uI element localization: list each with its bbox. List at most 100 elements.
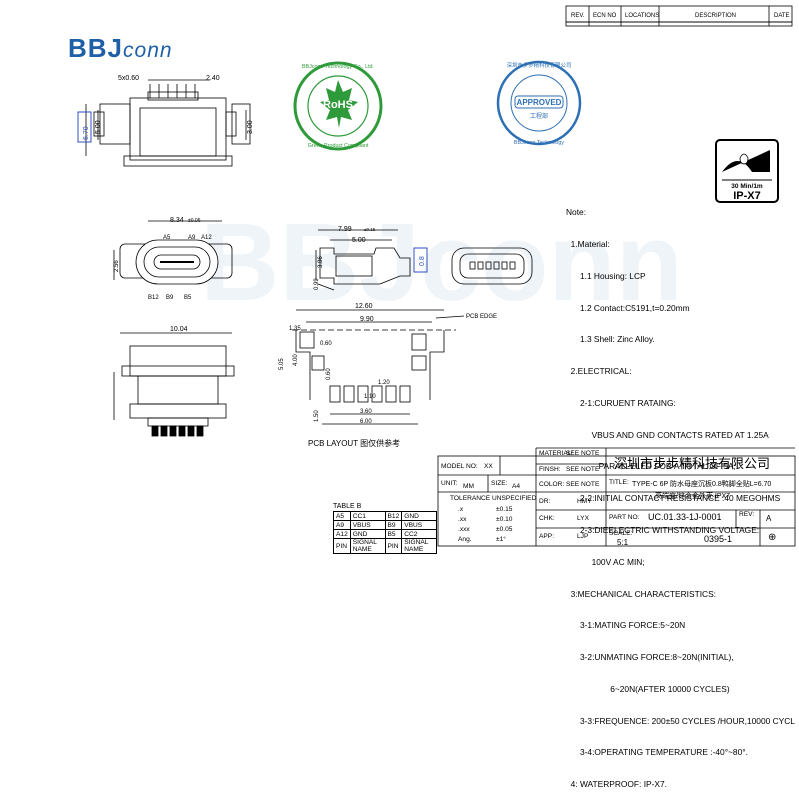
dim-pcb-400: 4.00 — [293, 354, 299, 366]
drawing-canvas: BBJconn REV. ECN NO LOCATIONS DESCRIPTIO… — [77, 5, 796, 547]
pin-a12: A12 — [201, 235, 212, 241]
dr-value: HMY — [577, 498, 592, 505]
note-line: 1.2 Contact:C5191,t=0.20mm — [566, 302, 690, 313]
dim-pcb-360: 3.60 — [360, 409, 372, 415]
dim-pcb-150: 1.50 — [314, 410, 320, 422]
side-highlight-box — [413, 247, 428, 273]
table-b: A5 CC1 B12 GND A9 VBUS B9 VBUS A12 GND B… — [333, 511, 437, 554]
note-line: 6~20N(AFTER 10000 CYCLES) — [566, 683, 730, 694]
model-label: MODEL NO: — [441, 463, 478, 470]
rohs-label: RoHS — [323, 99, 353, 111]
dim-front-tol: ±0.05 — [188, 218, 201, 224]
note-line: 2-1:CURUENT RATAING: — [566, 397, 676, 408]
table-row: A5 CC1 B12 GND — [333, 511, 437, 521]
watermark: BBJconn — [200, 201, 683, 324]
chk-label: CHK: — [539, 515, 555, 522]
dim-pcb-1260: 12.60 — [355, 303, 373, 310]
note-line: 3-3:FREQUENCE: 200±50 CYCLES /HOUR,10000… — [566, 715, 795, 726]
top-view-drawing — [85, 79, 251, 167]
ip-badge — [715, 139, 779, 203]
dim-h-500: 5.00 — [95, 120, 102, 134]
table-cell: VBUS — [401, 520, 437, 530]
pin-a5: A5 — [163, 235, 171, 241]
app-label: APP: — [539, 533, 555, 540]
approved-ring-text: 深圳市步步精科技有限公司 — [507, 61, 572, 69]
table-cell: SIGNAL NAME — [401, 538, 437, 554]
table-cell: GND — [349, 529, 386, 539]
note-line: PARALLELED FOR A TOTAL OF 5A; — [566, 461, 736, 472]
size-value: A4 — [512, 483, 521, 490]
sheet-value: 0395-1 — [704, 534, 733, 544]
ip-rating: IP-X7 — [733, 190, 761, 202]
table-cell: A12 — [333, 529, 351, 539]
title-block-grid — [437, 447, 796, 547]
tolerance-label: TOLERANCE UNSPECIFIED — [450, 495, 537, 502]
note-line: 3-2:UNMATING FORCE:8~20N(INITIAL), — [566, 652, 734, 663]
logo-suffix: conn — [123, 39, 173, 62]
dim-front-width: 8.34 — [170, 217, 184, 224]
note-line: VBUS AND GND CONTACTS RATED AT 1.25A — [566, 429, 769, 440]
title-label: TITLE: — [609, 479, 629, 486]
note-line: 3-4:OPERATING TEMPERATURE :-40°~80°. — [566, 747, 748, 758]
company-name: 深圳市步步精科技有限公司 — [614, 457, 771, 472]
note-line: 3-1:MATING FORCE:5~20N — [566, 620, 686, 631]
projection-icon: ⊕ — [768, 532, 777, 543]
app-value: LJP — [577, 533, 589, 540]
model-value: XX — [484, 463, 493, 470]
unit-label: UNIT: — [441, 480, 458, 487]
rev-header: REV. — [571, 13, 585, 19]
note-line: 2.ELECTRICAL: — [566, 366, 632, 377]
dim-side-tol: ±0.15 — [364, 227, 376, 232]
rohs-ring-text-bottom: Green Product Compliant — [308, 143, 369, 149]
dim-side-386: 3.86 — [318, 256, 324, 268]
color-value: SEE NOTE — [566, 481, 600, 488]
note-line: Note: — [566, 207, 587, 218]
table-cell: PIN — [333, 538, 351, 554]
chk-value: LYX — [577, 515, 589, 522]
dim-h-300: 3.00 — [247, 120, 254, 134]
tol-xxx-value: ±0.05 — [496, 526, 513, 533]
tol-xx-label: .xx — [458, 516, 467, 523]
brand-logo-text: BBJconn — [68, 33, 173, 64]
logo-brand: BBJ — [68, 33, 124, 63]
table-row: A12 GND B5 CC2 — [333, 529, 437, 539]
note-line: 2-3:DIEELECTRIC WITHSTANDING VOLTAGE: — [566, 525, 760, 535]
dim-side-width: 7.99 — [338, 226, 352, 233]
unit-value: MM — [463, 483, 474, 490]
description-header: DESCRIPTION — [695, 13, 736, 19]
pcb-edge-label: PCB EDGE — [466, 314, 497, 320]
front-view-drawing — [113, 220, 233, 285]
dim-pcb-120: 1.20 — [378, 380, 390, 386]
finish-label: FINSH: — [539, 466, 561, 473]
approved-ring-text-bottom: BBJconn Technology — [514, 140, 565, 146]
dim-top-width: 2.40 — [206, 75, 220, 82]
revision-table — [565, 5, 793, 27]
approved-badge — [496, 60, 582, 146]
dim-pcb-600: 6.00 — [360, 419, 372, 425]
rev-label: REV: — [739, 511, 755, 518]
dr-label: DR: — [539, 498, 551, 505]
pin-b9: B9 — [166, 295, 174, 301]
dim-height-670: 6.70 — [83, 126, 90, 140]
locations-header: LOCATIONS — [625, 13, 659, 19]
tol-xx-value: ±0.10 — [496, 516, 513, 523]
table-row: PIN SIGNAL NAME PIN SIGNAL NAME — [333, 538, 437, 554]
title-line2: 高端座/锌合金外壳 IPX7 — [655, 493, 731, 500]
title-line1: TYPE-C 6P 防水母座沉板0.8鸭脚全贴L=6.70 — [632, 481, 772, 488]
material-value: SEE NOTE — [566, 450, 600, 457]
size-label: SIZE: — [491, 480, 508, 487]
approved-sub: 工程部 — [530, 112, 548, 120]
table-cell: GND — [401, 511, 437, 521]
note-line: 3:MECHANICAL CHARACTERISTICS: — [566, 588, 716, 599]
table-cell: CC1 — [349, 511, 386, 521]
side-view-drawing — [315, 229, 411, 291]
table-cell: PIN — [384, 538, 403, 554]
material-label: MATERIAL: — [539, 450, 574, 457]
note-line: 1.1 Housing: LCP — [566, 270, 646, 281]
approved-label: APPROVED — [517, 98, 562, 107]
tol-ang-label: Ang. — [458, 536, 472, 543]
tol-x-label: .x — [458, 506, 464, 513]
note-line: 100V AC MIN; — [566, 556, 645, 567]
color-label: COLOR: — [539, 481, 565, 488]
dim-side-099: 0.99 — [314, 278, 320, 290]
